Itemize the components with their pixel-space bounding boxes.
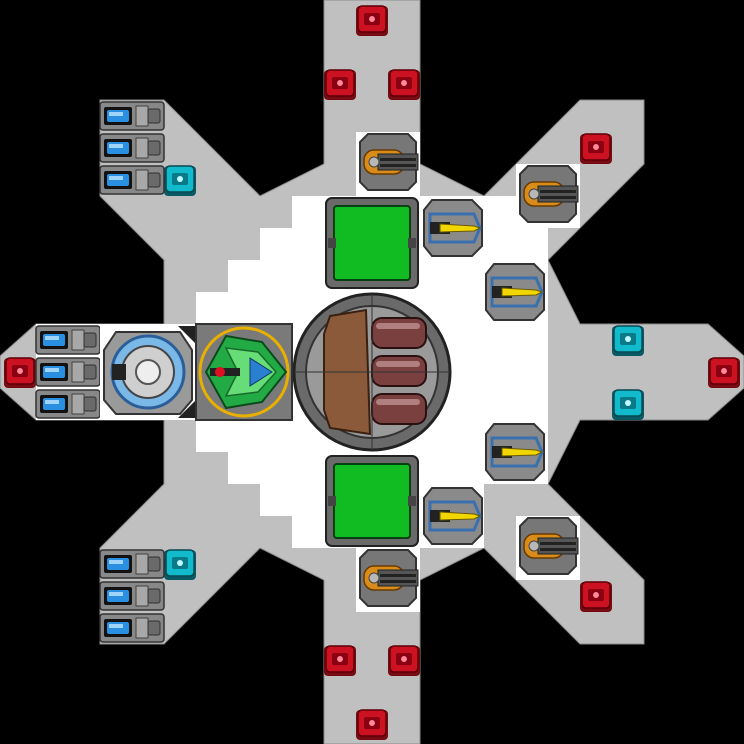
missile-launcher xyxy=(485,263,545,321)
hangar-pad[interactable] xyxy=(325,197,419,289)
thruster-engine xyxy=(99,165,165,195)
cyan-hardpoint[interactable] xyxy=(612,325,644,356)
cyan-hardpoint[interactable] xyxy=(612,389,644,420)
red-hardpoint[interactable] xyxy=(324,645,356,676)
red-hardpoint[interactable] xyxy=(388,645,420,676)
thruster-engine xyxy=(99,613,165,643)
thruster-engine xyxy=(99,133,165,163)
autocannon-turret xyxy=(519,165,579,223)
red-hardpoint[interactable] xyxy=(580,133,612,164)
command-module[interactable] xyxy=(195,323,293,421)
autocannon-turret xyxy=(519,517,579,575)
red-hardpoint[interactable] xyxy=(356,5,388,36)
red-hardpoint[interactable] xyxy=(708,357,740,388)
autocannon-turret xyxy=(359,549,419,607)
missile-launcher xyxy=(423,199,483,257)
shield-generator xyxy=(100,326,196,418)
thruster-engine xyxy=(35,357,101,387)
red-hardpoint[interactable] xyxy=(388,69,420,100)
red-hardpoint[interactable] xyxy=(356,709,388,740)
cyan-hardpoint[interactable] xyxy=(164,165,196,196)
missile-launcher xyxy=(485,423,545,481)
reactor-core xyxy=(292,292,452,452)
thruster-engine xyxy=(99,581,165,611)
missile-launcher xyxy=(423,487,483,545)
module-layer xyxy=(4,5,740,740)
autocannon-turret xyxy=(359,133,419,191)
thruster-engine xyxy=(99,549,165,579)
cyan-hardpoint[interactable] xyxy=(164,549,196,580)
red-hardpoint[interactable] xyxy=(4,357,36,388)
red-hardpoint[interactable] xyxy=(580,581,612,612)
hangar-pad[interactable] xyxy=(325,455,419,547)
thruster-engine xyxy=(35,389,101,419)
red-hardpoint[interactable] xyxy=(324,69,356,100)
thruster-engine xyxy=(99,101,165,131)
thruster-engine xyxy=(35,325,101,355)
